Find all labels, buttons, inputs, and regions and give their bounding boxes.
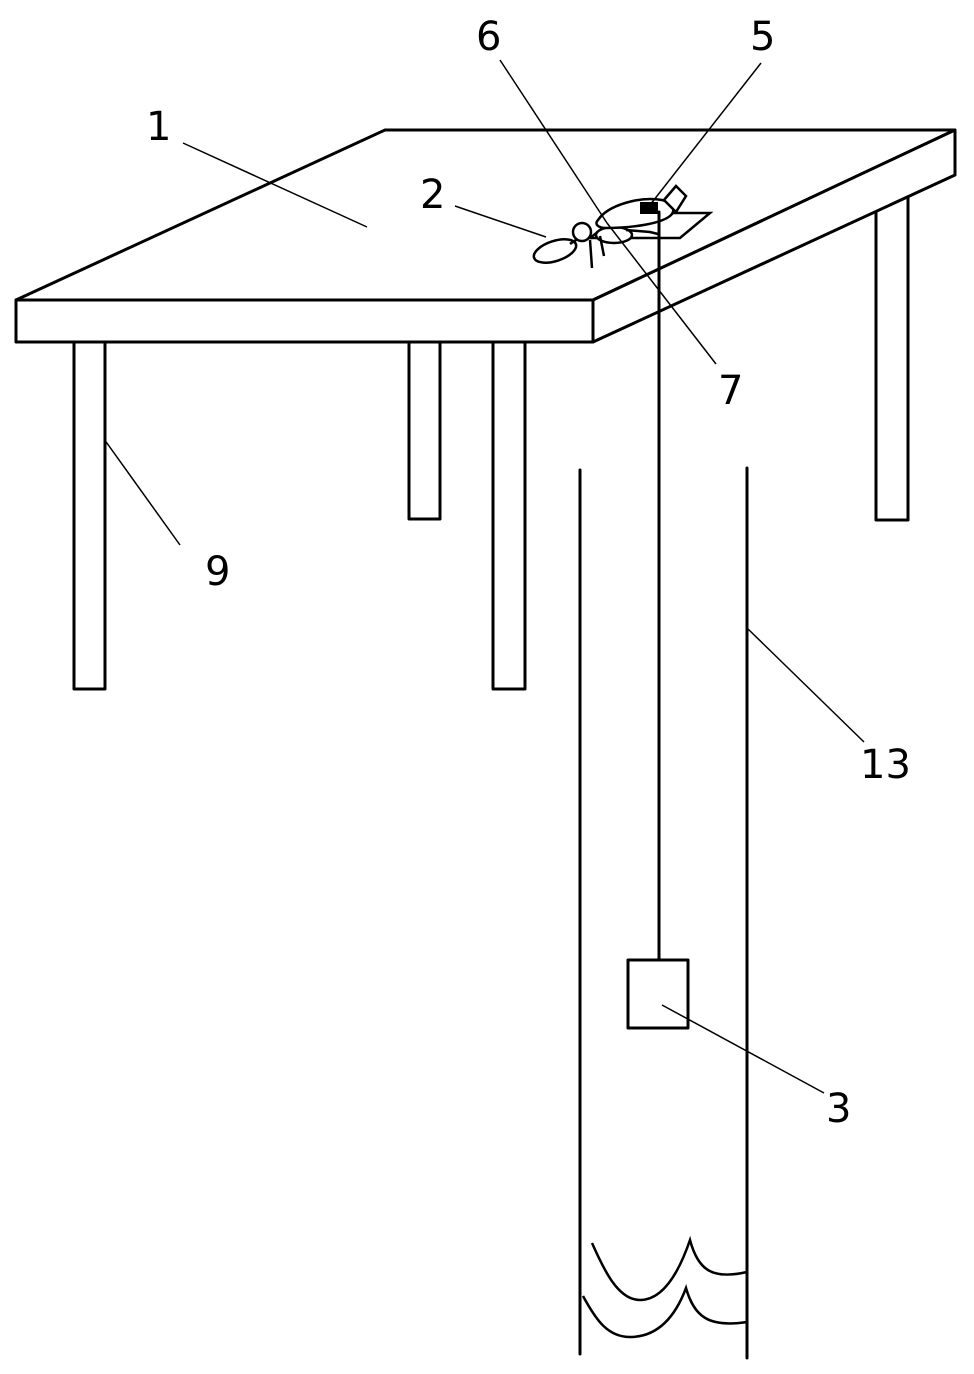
leader-7 (606, 222, 717, 365)
pulley-wheel (571, 221, 593, 243)
liquid-wave-lower (581, 1284, 748, 1339)
table-top (14, 128, 957, 344)
clamp-block (640, 202, 658, 214)
label-clamp: 5 (750, 14, 775, 60)
leg-back-mid (407, 340, 442, 521)
leg-back-right (874, 194, 910, 522)
clamp-arm (662, 184, 688, 214)
handpiece-body (532, 238, 578, 264)
tube (578, 466, 749, 1360)
leader-6 (499, 59, 608, 224)
leader-9 (103, 438, 181, 546)
table-top-front-edge (14, 298, 595, 344)
leader-13 (746, 627, 865, 743)
liquid-wave-upper (590, 1235, 748, 1302)
mechanism (532, 184, 714, 269)
leader-5 (649, 62, 762, 206)
leader-1 (182, 142, 368, 228)
label-table-top: 1 (146, 104, 171, 150)
leader-2 (454, 205, 547, 238)
leader-3 (661, 1004, 825, 1094)
label-pulley: 6 (476, 14, 501, 60)
label-weight: 3 (826, 1086, 851, 1132)
label-tube: 13 (860, 742, 911, 788)
leader-lines (103, 59, 865, 1094)
reference-labels: 1 2 3 5 6 7 9 13 (146, 14, 911, 1132)
label-bracket: 7 (718, 368, 743, 414)
leg-front-right (491, 340, 527, 691)
weight-block (626, 958, 690, 1030)
bracket-wire (588, 228, 659, 269)
label-leg: 9 (205, 549, 230, 595)
label-handpiece: 2 (420, 172, 445, 218)
leg-front-left (72, 340, 107, 691)
table-top-side-edge (591, 128, 957, 344)
